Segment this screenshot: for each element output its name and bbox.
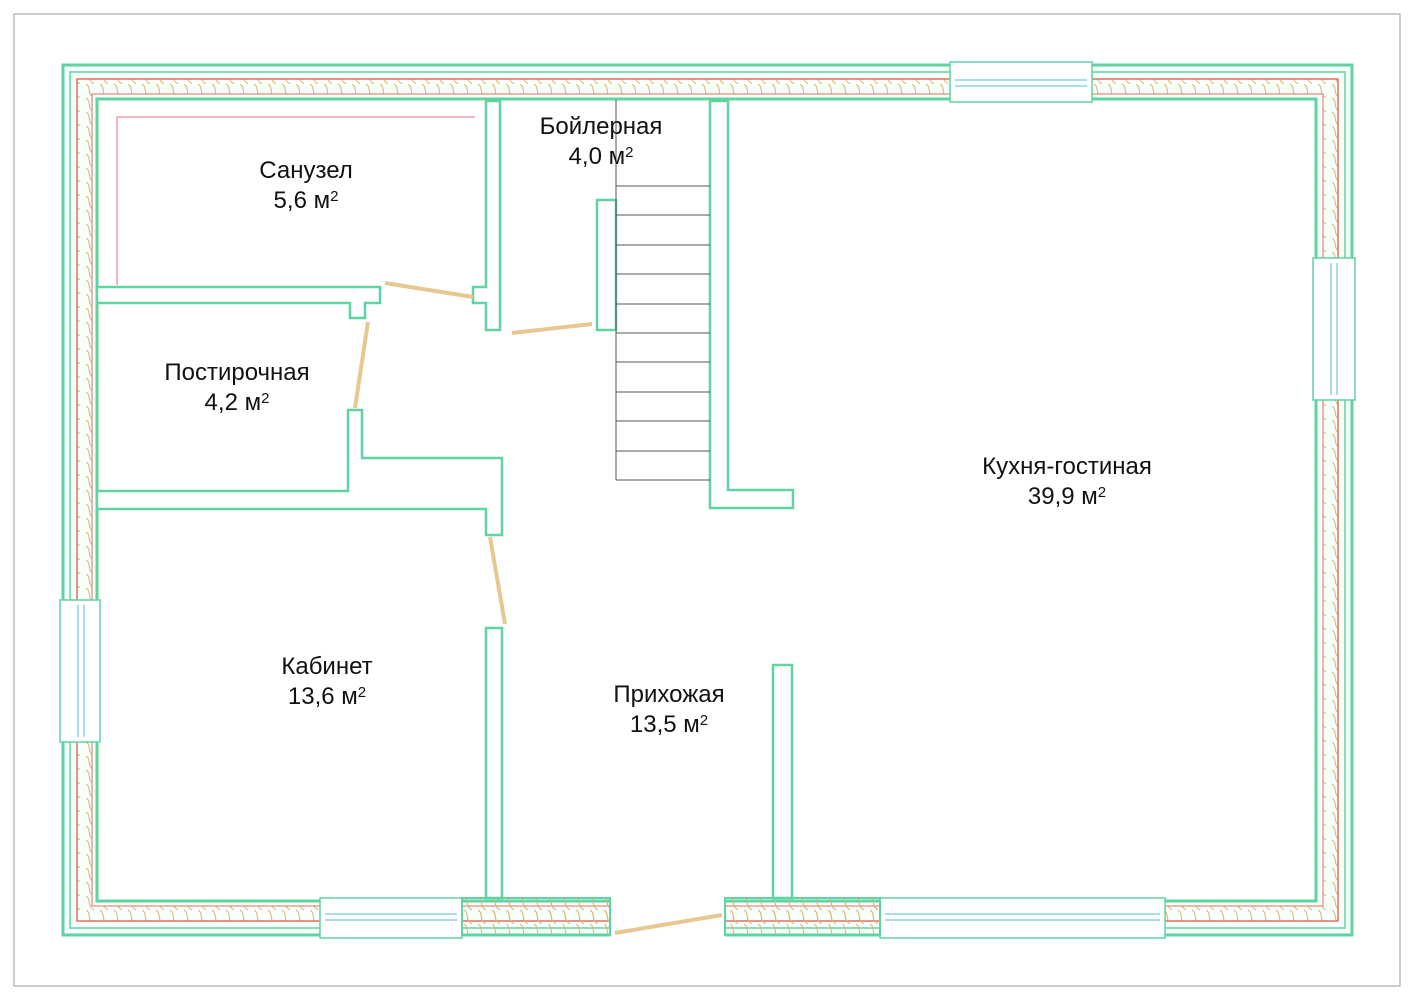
staircase bbox=[615, 100, 710, 481]
room-label-kitchen-living: Кухня-гостиная 39,9 м2 bbox=[982, 452, 1152, 512]
interior-walls bbox=[95, 99, 795, 900]
room-label-kabinet: Кабинет 13,6 м2 bbox=[281, 652, 372, 712]
room-label-boiler: Бойлерная 4,0 м2 bbox=[540, 112, 663, 172]
room-area: 13,5 м2 bbox=[629, 711, 709, 738]
room-name: Прихожая bbox=[613, 681, 725, 708]
door-boiler bbox=[511, 322, 593, 335]
sheet-frame bbox=[13, 13, 1401, 987]
room-name: Кухня-гостиная bbox=[982, 453, 1152, 480]
room-area: 5,6 м2 bbox=[273, 187, 339, 214]
room-area: 4,2 м2 bbox=[204, 389, 270, 416]
doors bbox=[353, 281, 723, 935]
room-area: 4,0 м2 bbox=[568, 143, 634, 170]
room-area: 13,6 м2 bbox=[287, 683, 367, 710]
room-name: Бойлерная bbox=[539, 113, 663, 140]
room-name: Постирочная bbox=[164, 359, 310, 386]
room-label-postirochnaya: Постирочная 4,2 м2 bbox=[164, 358, 309, 418]
room-area: 39,9 м2 bbox=[1027, 483, 1107, 510]
door-entrance bbox=[614, 913, 723, 935]
room-name: Санузел bbox=[259, 157, 353, 184]
room-label-hallway: Прихожая 13,5 м2 bbox=[613, 680, 724, 740]
room-name: Кабинет bbox=[281, 653, 373, 680]
door-postirochnaya bbox=[353, 321, 370, 409]
door-kabinet bbox=[488, 536, 507, 625]
window-glazing bbox=[77, 79, 1338, 921]
door-sanuzel bbox=[384, 281, 474, 299]
door-jambs bbox=[461, 897, 881, 936]
fixture-line bbox=[116, 116, 475, 285]
room-label-sanuzel: Санузел 5,6 м2 bbox=[259, 156, 353, 216]
